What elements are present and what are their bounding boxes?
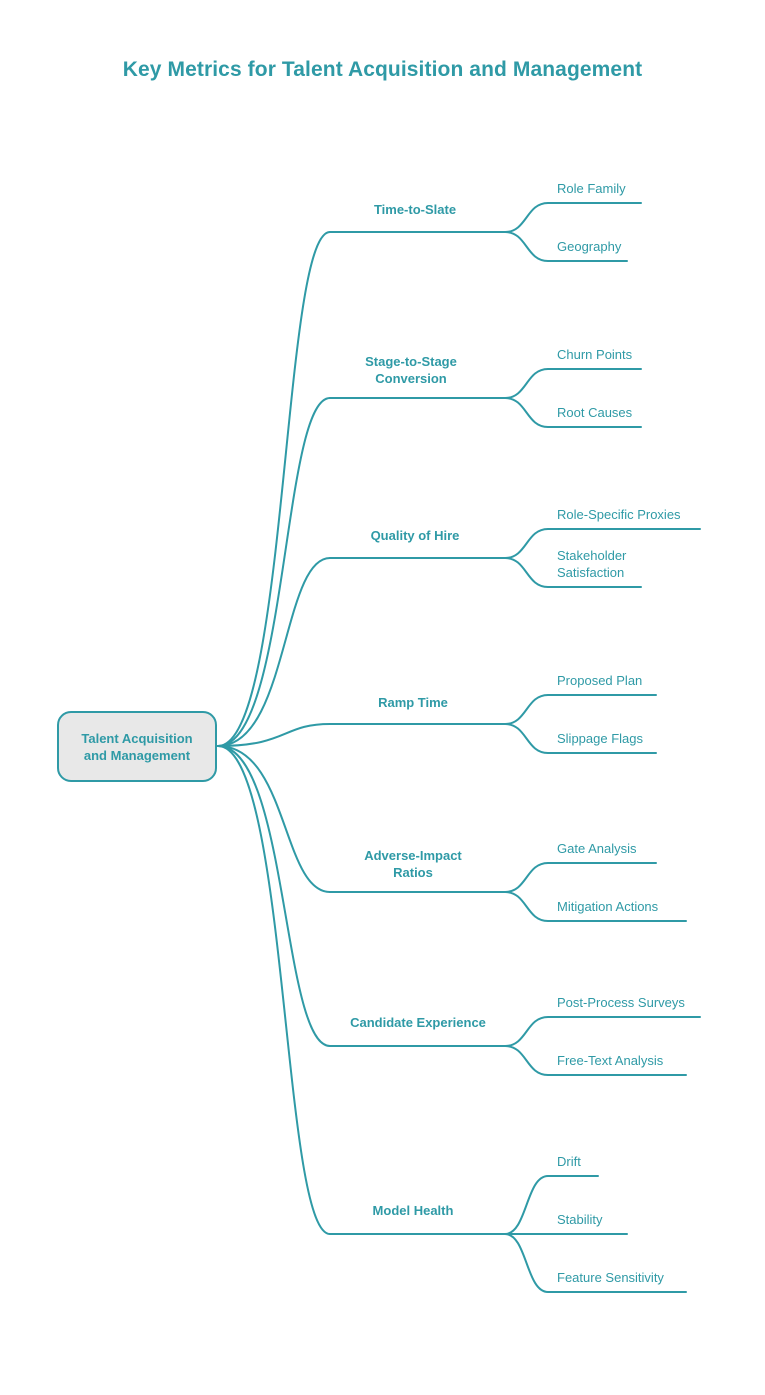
connector-quality-of-hire-to-role-specific-proxies bbox=[504, 528, 701, 559]
connector-model-health-to-feature-sensitivity bbox=[504, 1233, 687, 1293]
leaf-gate-analysis[interactable]: Gate Analysis bbox=[557, 841, 637, 856]
leaf-role-family[interactable]: Role Family bbox=[557, 181, 626, 196]
connector-stage-to-stage-conversion-to-churn-points bbox=[504, 368, 642, 399]
connector-root-to-stage-to-stage-conversion bbox=[217, 397, 331, 747]
leaf-role-specific-proxies[interactable]: Role-Specific Proxies bbox=[557, 507, 681, 522]
connector-root-to-adverse-impact-ratios bbox=[217, 745, 331, 893]
leaf-feature-sensitivity[interactable]: Feature Sensitivity bbox=[557, 1270, 664, 1285]
branch-quality-of-hire[interactable]: Quality of Hire bbox=[370, 528, 460, 543]
connector-candidate-experience-to-free-text-analysis bbox=[504, 1045, 687, 1076]
leaf-drift[interactable]: Drift bbox=[557, 1154, 581, 1169]
connector-root-to-quality-of-hire bbox=[217, 557, 331, 747]
branch-candidate-experience[interactable]: Candidate Experience bbox=[350, 1015, 486, 1030]
diagram-title: Key Metrics for Talent Acquisition and M… bbox=[122, 58, 643, 81]
branch-stage-to-stage-conversion[interactable]: Stage-to-Stage Conversion bbox=[365, 354, 457, 386]
leaf-free-text-analysis[interactable]: Free-Text Analysis bbox=[557, 1053, 664, 1068]
leaf-stability[interactable]: Stability bbox=[557, 1212, 603, 1227]
branch-ramp-time[interactable]: Ramp Time bbox=[378, 695, 448, 710]
leaf-churn-points[interactable]: Churn Points bbox=[557, 347, 633, 362]
leaf-mitigation-actions[interactable]: Mitigation Actions bbox=[557, 899, 659, 914]
connector-root-to-model-health bbox=[217, 745, 331, 1235]
connector-time-to-slate-to-role-family bbox=[504, 202, 642, 233]
connector-ramp-time-to-slippage-flags bbox=[504, 723, 657, 754]
connector-root-to-candidate-experience bbox=[217, 745, 331, 1047]
root-node-label: Talent Acquisition and Management bbox=[81, 730, 193, 763]
leaf-proposed-plan[interactable]: Proposed Plan bbox=[557, 673, 643, 688]
connector-candidate-experience-to-post-process-surveys bbox=[504, 1016, 701, 1047]
connector-adverse-impact-ratios-to-mitigation-actions bbox=[504, 891, 687, 922]
leaf-geography[interactable]: Geography bbox=[557, 239, 622, 254]
connector-root-to-time-to-slate bbox=[217, 231, 331, 747]
connector-quality-of-hire-to-stakeholder-satisfaction bbox=[504, 557, 642, 588]
connector-root-to-ramp-time bbox=[217, 723, 331, 747]
branch-model-health[interactable]: Model Health bbox=[372, 1203, 454, 1218]
leaf-stakeholder-satisfaction[interactable]: Stakeholder Satisfaction bbox=[557, 548, 627, 580]
connector-time-to-slate-to-geography bbox=[504, 231, 628, 262]
connector-adverse-impact-ratios-to-gate-analysis bbox=[504, 862, 657, 893]
connector-ramp-time-to-proposed-plan bbox=[504, 694, 657, 725]
leaf-root-causes[interactable]: Root Causes bbox=[557, 405, 633, 420]
leaf-slippage-flags[interactable]: Slippage Flags bbox=[557, 731, 643, 746]
leaf-post-process-surveys[interactable]: Post-Process Surveys bbox=[557, 995, 685, 1010]
branch-adverse-impact-ratios[interactable]: Adverse-Impact Ratios bbox=[364, 848, 462, 880]
connector-stage-to-stage-conversion-to-root-causes bbox=[504, 397, 642, 428]
connector-model-health-to-drift bbox=[504, 1175, 599, 1235]
root-node[interactable]: Talent Acquisition and Management bbox=[57, 711, 217, 782]
branch-time-to-slate[interactable]: Time-to-Slate bbox=[373, 202, 457, 217]
